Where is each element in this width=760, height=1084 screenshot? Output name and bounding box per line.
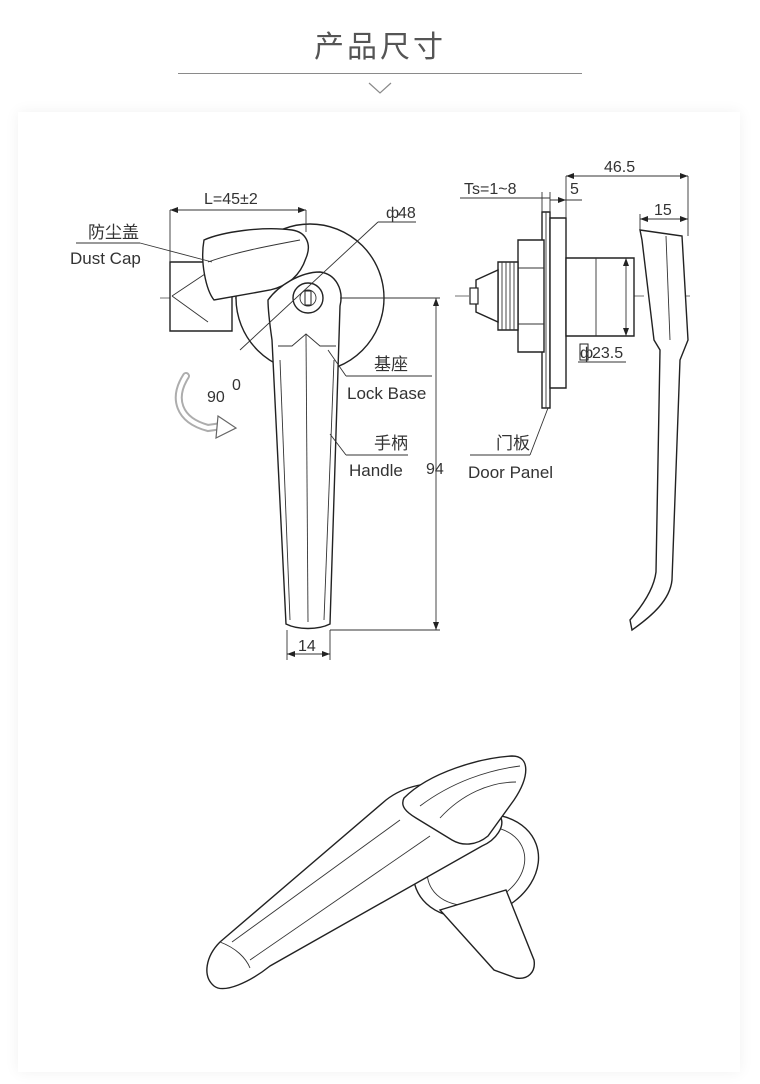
dust-cap-label-en: Dust Cap bbox=[70, 249, 141, 268]
lock-cylinder bbox=[565, 257, 635, 337]
dim-total-length: 46.5 bbox=[604, 159, 635, 176]
lock-base-label-en: Lock Base bbox=[347, 384, 426, 403]
spindle-tip bbox=[475, 268, 499, 324]
dim-fifteen: 15 bbox=[654, 202, 672, 219]
handle-side-profile bbox=[629, 229, 689, 632]
dim-height: 94 bbox=[426, 461, 444, 478]
dust-cap-label-cn: 防尘盖 bbox=[88, 223, 139, 242]
dim-diameter-48: 48 bbox=[398, 205, 416, 222]
dim-diameter-235: 23.5 bbox=[592, 345, 623, 362]
lock-flange bbox=[549, 217, 567, 389]
handle-label-cn: 手柄 bbox=[374, 434, 408, 453]
rotation-arrow-icon bbox=[215, 414, 238, 440]
dim-five: 5 bbox=[570, 181, 579, 198]
title-divider bbox=[178, 73, 582, 74]
page-title: 产品尺寸 bbox=[314, 30, 446, 65]
isometric-view bbox=[206, 755, 540, 990]
iso-dust-cap bbox=[402, 755, 527, 845]
dim-length: L=45±2 bbox=[204, 191, 258, 208]
nut bbox=[517, 239, 545, 353]
dim-thickness: Ts=1~8 bbox=[464, 181, 517, 198]
threaded-shank bbox=[497, 261, 519, 331]
side-view: 46.5 Ts=1~8 5 15 ф 23.5 门板 Door Panel bbox=[455, 159, 690, 632]
door-panel-label-cn: 门板 bbox=[496, 434, 530, 453]
iso-cam bbox=[438, 889, 535, 979]
door-panel-label-en: Door Panel bbox=[468, 463, 553, 482]
rotation-angle: 90 bbox=[207, 389, 225, 406]
rotation-unit: 0 bbox=[232, 377, 241, 394]
front-view: L=45±2 ф 48 防尘盖 Dust Cap 基座 Lock Base 手柄… bbox=[70, 191, 444, 660]
handle bbox=[267, 271, 342, 630]
dust-cap bbox=[202, 228, 310, 301]
chevron-down-icon bbox=[368, 82, 392, 94]
handle-label-en: Handle bbox=[349, 461, 403, 480]
lock-base-label-cn: 基座 bbox=[374, 355, 408, 374]
dim-width: 14 bbox=[298, 638, 316, 655]
diameter-icon: ф bbox=[386, 205, 399, 222]
diameter-icon: ф bbox=[580, 345, 593, 362]
